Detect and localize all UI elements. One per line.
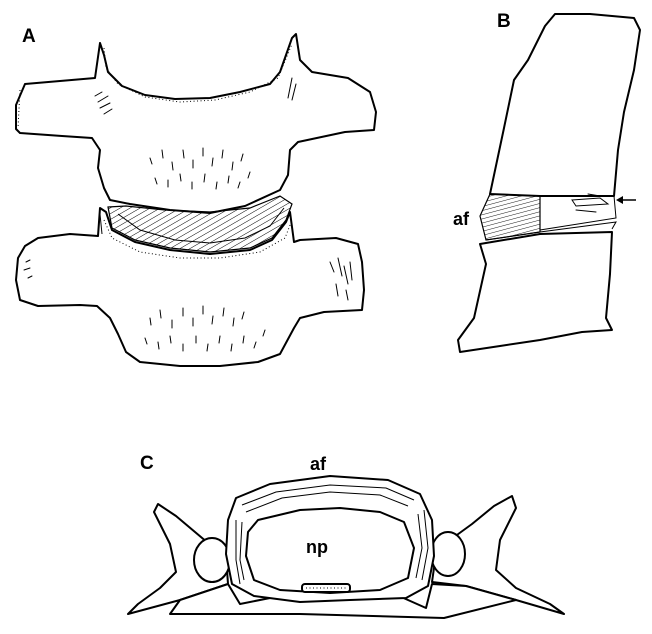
- c-nucleus-label: np: [306, 537, 328, 557]
- panel-c-label: C: [140, 453, 154, 474]
- panel-b-label: B: [497, 11, 511, 32]
- panel-c: C af np: [128, 453, 564, 618]
- c-nucleus-pulposus: [246, 508, 414, 593]
- c-right-facet: [431, 532, 465, 576]
- c-posterior-ligament: [302, 584, 350, 592]
- panel-a-label: A: [22, 26, 36, 47]
- arrow-icon: [616, 196, 636, 204]
- panel-b: B af: [453, 11, 640, 352]
- b-annulus-label: af: [453, 209, 470, 229]
- panel-a: A: [16, 26, 376, 366]
- upper-vertebral-body: [16, 34, 376, 213]
- upper-vertebra: [16, 34, 376, 213]
- b-lower-vertebral-body: [458, 232, 612, 352]
- c-left-facet: [194, 538, 230, 582]
- c-annulus-label: af: [310, 454, 327, 474]
- b-upper-vertebral-body: [490, 14, 640, 196]
